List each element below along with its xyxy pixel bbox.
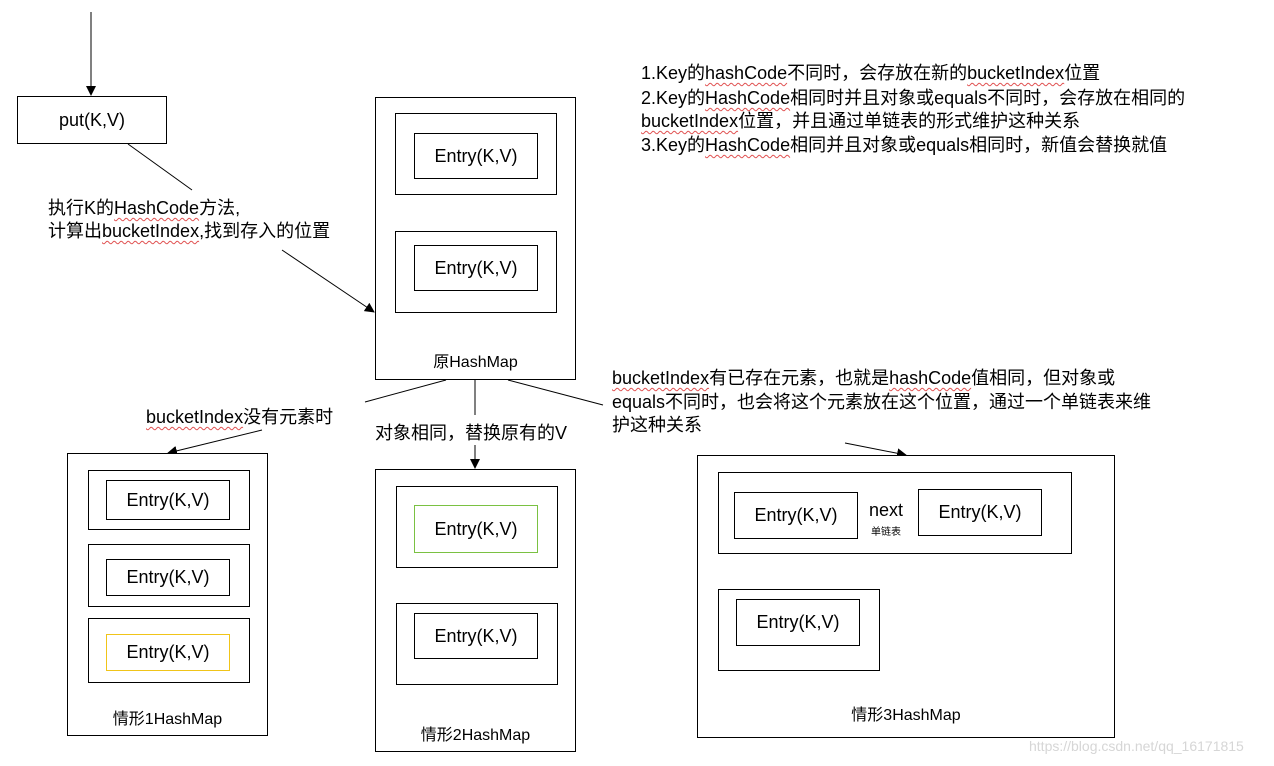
case1-hashmap: Entry(K,V) Entry(K,V) Entry(K,V) 情形1Hash…: [67, 453, 268, 736]
note-2-cont: bucketIndex位置，并且通过单链表的形式维护这种关系: [641, 111, 1081, 131]
linked-list-label: 单链表: [871, 527, 901, 538]
line-put-to-note: [127, 143, 193, 191]
next-label: next: [869, 500, 904, 520]
case3-hashmap: Entry(K,V) next 单链表 Entry(K,V) Entry(K,V…: [697, 455, 1115, 738]
note-3: 3.Key的HashCode相同并且对象或equals相同时，新值会替换就值: [641, 135, 1168, 155]
note-2: 2.Key的HashCode相同时并且对象或equals不同时，会存放在相同的: [641, 88, 1186, 108]
case2-caption: 情形2HashMap: [420, 727, 531, 744]
entry: Entry(K,V): [106, 559, 230, 596]
arrow-note-to-map: [281, 249, 375, 313]
replaced-entry: Entry(K,V): [106, 634, 230, 671]
entry: Entry(K,V): [106, 480, 230, 520]
put-box: put(K,V): [17, 96, 167, 144]
bucket: Entry(K,V): [88, 618, 250, 683]
hash-note-line1: 执行K的HashCode方法,: [48, 198, 241, 218]
arrow-to-case3: [844, 442, 907, 459]
bucket-linked-list: Entry(K,V) next 单链表 Entry(K,V): [718, 472, 1072, 554]
entry: Entry(K,V): [918, 489, 1042, 536]
entry: Entry(K,V): [414, 245, 538, 291]
bucket: Entry(K,V): [395, 231, 557, 313]
bucket: Entry(K,V): [396, 486, 558, 568]
note-1: 1.Key的hashCode不同时，会存放在新的bucketIndex位置: [641, 63, 1101, 83]
line-map-to-case3: [507, 379, 604, 406]
case1-label: bucketIndex没有元素时: [146, 407, 334, 427]
entry: Entry(K,V): [414, 613, 538, 659]
arrow-to-case1: [167, 429, 263, 456]
entry: Entry(K,V): [734, 492, 858, 539]
entry: Entry(K,V): [736, 599, 860, 646]
bucket: Entry(K,V): [395, 113, 557, 195]
replaced-entry: Entry(K,V): [414, 505, 538, 553]
case2-label: 对象相同，替换原有的V: [375, 423, 568, 443]
case3-label-line2: equals不同时，也会将这个元素放在这个位置，通过一个单链表来维: [612, 392, 1152, 412]
entry: Entry(K,V): [414, 133, 538, 179]
bucket: Entry(K,V): [88, 470, 250, 530]
put-label: put(K,V): [58, 109, 126, 130]
bucket: Entry(K,V): [718, 589, 880, 671]
case1-caption: 情形1HashMap: [112, 711, 223, 728]
line-map-to-case1: [364, 379, 447, 403]
original-hashmap-caption: 原HashMap: [433, 354, 518, 371]
hash-note-line2: 计算出bucketIndex,找到存入的位置: [48, 221, 331, 241]
case3-caption: 情形3HashMap: [851, 707, 961, 724]
case3-label-line1: bucketIndex有已存在元素，也就是hashCode值相同，但对象或: [612, 368, 1116, 388]
case2-hashmap: Entry(K,V) Entry(K,V) 情形2HashMap: [375, 469, 576, 752]
watermark: https://blog.csdn.net/qq_16171815: [1029, 738, 1244, 754]
case3-label-line3: 护这种关系: [612, 415, 702, 435]
bucket: Entry(K,V): [396, 603, 558, 685]
bucket: Entry(K,V): [88, 544, 250, 607]
original-hashmap: Entry(K,V) Entry(K,V) 原HashMap: [375, 97, 576, 380]
